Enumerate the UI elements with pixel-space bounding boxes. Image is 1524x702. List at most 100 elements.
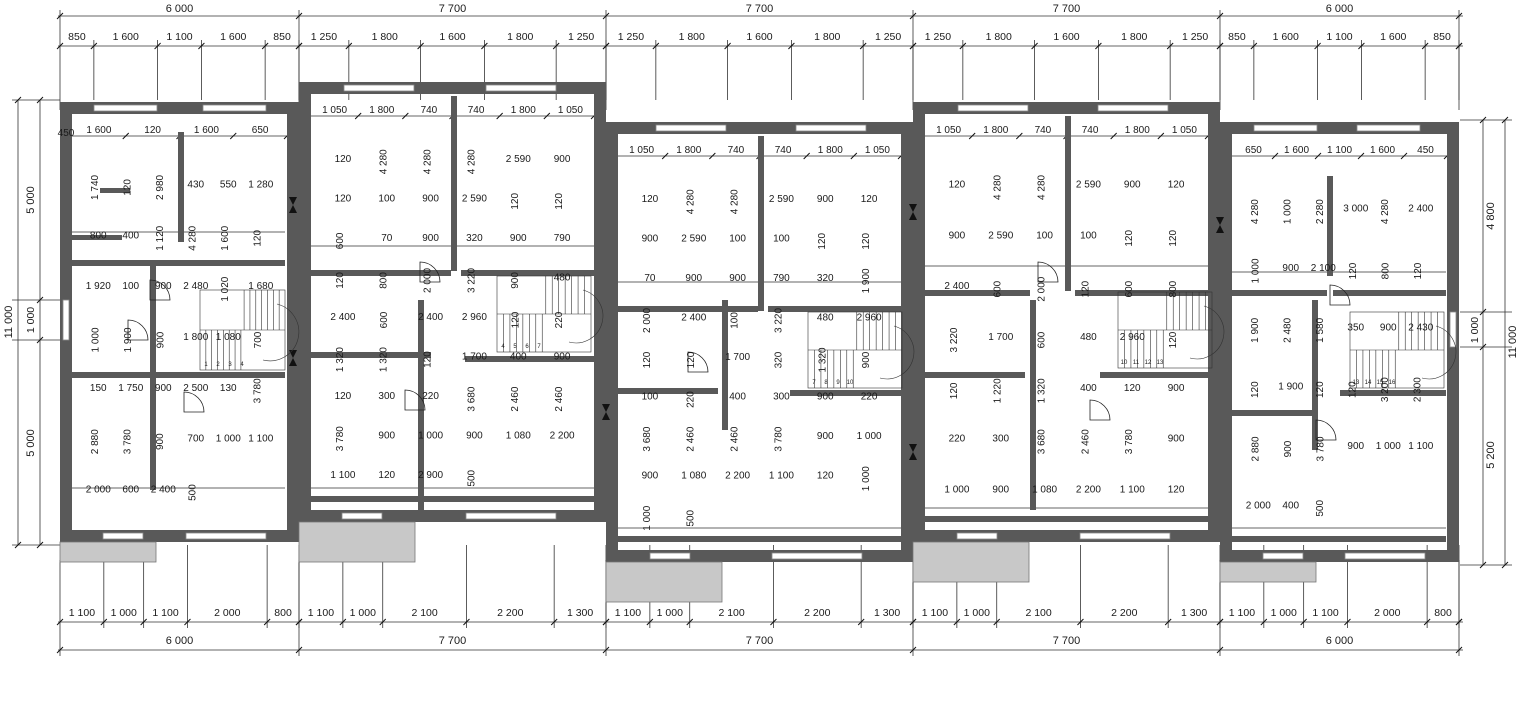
- stair-number: 8: [824, 380, 828, 386]
- stair-number: 11: [1133, 360, 1140, 366]
- dimension-tick: [481, 42, 488, 50]
- room-dimension-label: 790: [554, 233, 571, 244]
- segment-label: 800: [1434, 607, 1452, 619]
- room-width-label: 1 600: [1370, 145, 1395, 156]
- room-dimension-label: 4 280: [1250, 199, 1261, 224]
- room-dimension-label: 2 000: [1246, 500, 1271, 511]
- room-dimension-label: 120: [1348, 381, 1359, 398]
- room-dimension-label: 2 280: [1315, 199, 1326, 224]
- overall-width-label: 6 000: [1326, 3, 1354, 15]
- porch: [1219, 561, 1317, 583]
- dimension-tick: [122, 132, 130, 140]
- room-dimension-label: 2 400: [418, 312, 443, 323]
- door-swing: [127, 319, 149, 341]
- dimension-tick: [1095, 42, 1102, 50]
- room-dimension-label: 900: [422, 193, 439, 204]
- room-dimension-label: 120: [335, 154, 352, 165]
- dimension-tick: [90, 42, 98, 50]
- room-dimension-label: 220: [422, 391, 439, 402]
- room-dimension-label: 900: [817, 392, 834, 403]
- room-dimension-label: 1 320: [379, 347, 390, 372]
- room-dimension-label: 1 000: [1250, 258, 1261, 283]
- room-dimension-label: 790: [773, 273, 790, 284]
- room-width-label: 1 600: [86, 125, 111, 136]
- wall-marker: [1216, 225, 1224, 233]
- room-dimension-label: 1 900: [123, 327, 134, 352]
- room-dimension-label: 500: [466, 469, 477, 486]
- dimension-tick: [56, 42, 64, 50]
- dimension-tick: [993, 618, 1001, 626]
- room-dimension-label: 900: [155, 331, 166, 348]
- room-dimension-label: 1 100: [1408, 441, 1433, 452]
- window: [185, 532, 267, 540]
- room-dimension-label: 120: [817, 471, 834, 482]
- dimension-tick: [1344, 618, 1351, 626]
- room-dimension-label: 600: [993, 280, 1004, 297]
- room-dimension-label: 1 100: [769, 471, 794, 482]
- room-width-label: 740: [421, 105, 438, 116]
- stair-number: 4: [501, 344, 505, 350]
- dimension-tick: [959, 42, 967, 50]
- room-dimension-label: 1 700: [462, 352, 487, 363]
- room-dimension-label: 300: [773, 392, 790, 403]
- room-dimension-label: 3 200: [1380, 377, 1391, 402]
- interior-wall: [722, 300, 728, 430]
- dimension-tick: [1455, 646, 1463, 654]
- room-dimension-label: 900: [1282, 263, 1299, 274]
- overall-height-label: 11 000: [3, 306, 15, 339]
- room-dimension-label: 700: [253, 331, 264, 348]
- room-dimension-label: 700: [187, 434, 204, 445]
- stair-number: 4: [240, 362, 244, 368]
- window: [341, 512, 383, 520]
- stair-winder: [262, 303, 300, 362]
- interior-wall: [150, 260, 156, 490]
- interior-wall: [451, 96, 457, 271]
- room-dimension-label: 900: [378, 431, 395, 442]
- room-dimension-label: 2 880: [90, 429, 101, 454]
- dimension-tick: [1216, 618, 1224, 626]
- unit-c-walls: [606, 122, 618, 562]
- room-dimension-label: 120: [1413, 262, 1424, 279]
- dimension-tick: [1077, 618, 1084, 626]
- dimension-tick: [1250, 42, 1258, 50]
- door-swing: [687, 351, 709, 373]
- room-width-label: 1 600: [194, 125, 219, 136]
- room-dimension-label: 300: [378, 391, 395, 402]
- room-dimension-label: 1 320: [1037, 378, 1048, 403]
- room-dimension-label: 3 780: [773, 426, 784, 451]
- room-dimension-label: 220: [861, 392, 878, 403]
- room-dimension-label: 550: [220, 179, 237, 190]
- dimension-tick: [1479, 116, 1487, 124]
- room-dimension-label: 900: [155, 383, 172, 394]
- dimension-tick: [198, 42, 205, 50]
- room-dimension-label: 320: [817, 273, 834, 284]
- room-dimension-label: 4 280: [730, 189, 741, 214]
- segment-label: 2 100: [718, 607, 744, 619]
- interior-wall: [72, 235, 122, 240]
- room-dimension-label: 2 960: [462, 312, 487, 323]
- room-dimension-label: 2 900: [418, 470, 443, 481]
- height-label: 1 000: [25, 307, 37, 333]
- interior-wall: [925, 516, 1208, 522]
- dimension-tick: [1400, 152, 1408, 160]
- segment-label: 1 250: [311, 31, 337, 43]
- stair-winder: [568, 289, 604, 344]
- segment-label: 1 300: [567, 607, 593, 619]
- dimension-tick: [602, 618, 610, 626]
- interior-wall: [925, 290, 1030, 296]
- room-dimension-label: 900: [992, 485, 1009, 496]
- room-dimension-label: 2 000: [86, 485, 111, 496]
- room-dimension-label: 800: [1168, 280, 1179, 297]
- window: [93, 104, 158, 112]
- dimension-tick: [1455, 42, 1463, 50]
- room-dimension-label: 1 080: [681, 471, 706, 482]
- room-dimension-label: 2 880: [1250, 436, 1261, 461]
- room-dimension-label: 120: [1168, 179, 1185, 190]
- room-dimension-label: 120: [686, 351, 697, 368]
- room-dimension-label: 120: [949, 382, 960, 399]
- room-width-label: 740: [775, 145, 792, 156]
- room-dimension-label: 2 200: [725, 471, 750, 482]
- interior-wall: [311, 270, 451, 276]
- room-dimension-label: 900: [861, 351, 872, 368]
